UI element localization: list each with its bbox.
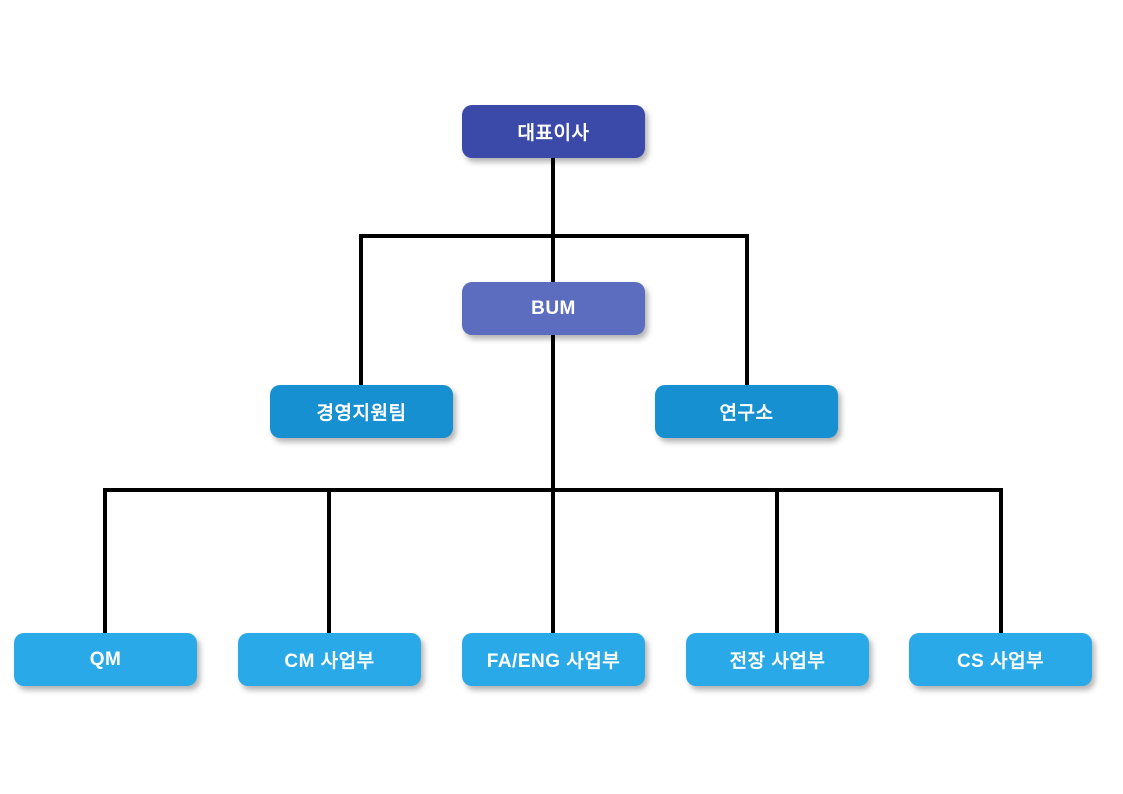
org-node-cm-division: CM 사업부 [238, 633, 421, 686]
org-node-research-lab-label: 연구소 [719, 403, 774, 424]
org-node-jeonjang-division: 전장 사업부 [686, 633, 869, 686]
org-node-ceo-label: 대표이사 [517, 123, 590, 144]
org-node-jeonjang-division-label: 전장 사업부 [729, 651, 826, 672]
org-node-fa-eng-division-label: FA/ENG 사업부 [486, 651, 621, 672]
org-node-mgmt-support-label: 경영지원팀 [316, 403, 407, 424]
org-node-mgmt-support: 경영지원팀 [270, 385, 453, 438]
connector-qm-drop [103, 488, 107, 633]
org-node-qm: QM [14, 633, 197, 686]
connector-cs-division-drop [999, 488, 1003, 633]
org-node-cm-division-label: CM 사업부 [284, 651, 375, 672]
connector-jeonjang-division-drop [775, 488, 779, 633]
connector-cm-division-drop [327, 488, 331, 633]
org-node-bum: BUM [462, 282, 645, 335]
org-node-qm-label: QM [89, 648, 122, 670]
org-node-ceo: 대표이사 [462, 105, 645, 158]
org-node-research-lab: 연구소 [655, 385, 838, 438]
org-node-fa-eng-division: FA/ENG 사업부 [462, 633, 645, 686]
org-node-cs-division-label: CS 사업부 [956, 651, 1045, 672]
org-node-bum-label: BUM [531, 297, 576, 319]
connector-level2-horizontal [359, 234, 749, 238]
connector-mgmt-support-drop [359, 234, 363, 385]
connector-fa-eng-division-drop [551, 488, 555, 633]
connector-research-lab-drop [745, 234, 749, 385]
org-node-cs-division: CS 사업부 [909, 633, 1092, 686]
